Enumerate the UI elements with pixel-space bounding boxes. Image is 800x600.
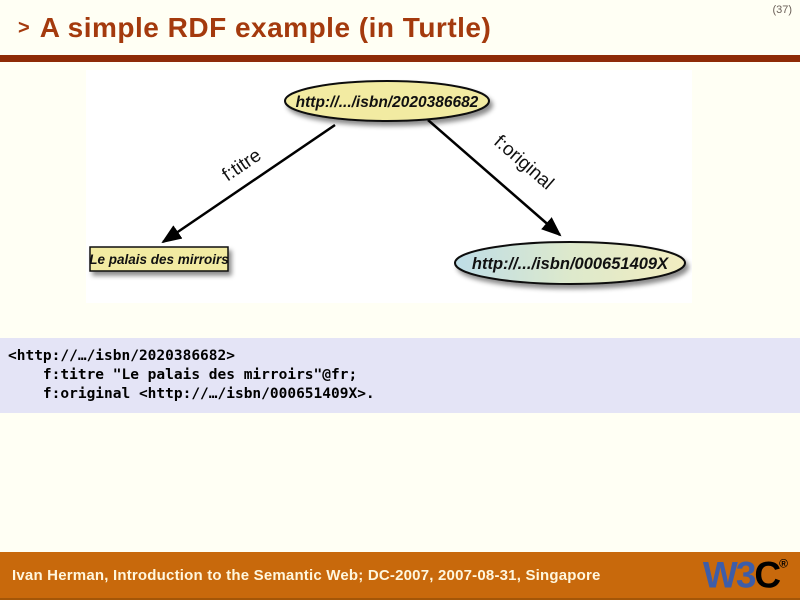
node-isbn-2020386682 xyxy=(284,80,490,122)
title-text: A simple RDF example (in Turtle) xyxy=(39,12,492,43)
edge-original-arrow xyxy=(427,119,562,237)
code-line-3: f:original <http://…/isbn/000651409X>. xyxy=(8,386,375,402)
node-literal-le-palais xyxy=(89,246,229,272)
title-bullet: > xyxy=(18,17,30,39)
w3c-logo[interactable]: W3C® xyxy=(703,557,788,594)
node-isbn-000651409X-label: http://.../isbn/000651409X xyxy=(472,255,669,273)
w3c-logo-c: C xyxy=(754,554,781,596)
edge-label-titre: f:titre xyxy=(219,145,266,186)
node-isbn-2020386682-label: http://.../isbn/2020386682 xyxy=(296,94,479,111)
rdf-graph-diagram: f:titre f:original http://.../isbn/20203… xyxy=(86,70,692,303)
slide-title: > A simple RDF example (in Turtle) xyxy=(18,12,491,44)
code-line-2: f:titre "Le palais des mirroirs"@fr; xyxy=(8,367,358,383)
code-line-1: <http://…/isbn/2020386682> xyxy=(8,348,235,364)
rdf-graph-svg: f:titre f:original http://.../isbn/20203… xyxy=(89,80,686,285)
node-literal-le-palais-label: Le palais des mirroirs xyxy=(89,252,229,267)
title-separator xyxy=(0,55,800,62)
page-number: (37) xyxy=(772,4,792,16)
footer-bar: Ivan Herman, Introduction to the Semanti… xyxy=(0,552,800,600)
node-isbn-000651409X xyxy=(454,241,686,285)
turtle-code-block: <http://…/isbn/2020386682> f:titre "Le p… xyxy=(0,338,800,413)
registered-mark-icon: ® xyxy=(779,556,788,571)
footer-attribution: Ivan Herman, Introduction to the Semanti… xyxy=(12,566,601,584)
edge-titre-arrow xyxy=(161,123,336,244)
w3c-logo-w3: W3 xyxy=(702,554,756,596)
edge-label-original: f:original xyxy=(490,131,558,194)
